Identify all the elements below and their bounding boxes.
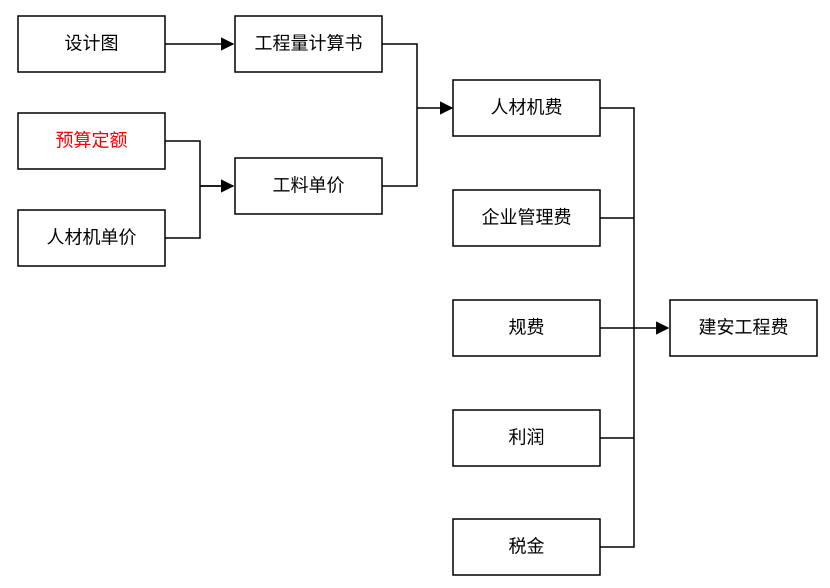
edge-quantity-material-merge (382, 43, 418, 187)
node-construction-cost: 建安工程费 (669, 299, 818, 357)
node-design-drawing: 设计图 (17, 15, 166, 73)
node-regulatory-fee-label: 规费 (509, 318, 545, 339)
node-profit-label: 利润 (509, 428, 545, 449)
node-enterprise-mgmt-fee: 企业管理费 (452, 189, 601, 247)
node-profit: 利润 (452, 409, 601, 467)
node-unit-price-label: 人材机单价 (47, 228, 137, 249)
node-lmm-fee: 人材机费 (452, 79, 601, 137)
node-quantity-calc-label: 工程量计算书 (255, 34, 363, 55)
connectors (165, 37, 670, 548)
node-budget-quota-label: 预算定额 (56, 131, 128, 152)
node-unit-price: 人材机单价 (17, 209, 166, 267)
node-material-unit-price-label: 工料单价 (273, 176, 345, 197)
node-budget-quota: 预算定额 (17, 112, 166, 170)
node-construction-cost-label: 建安工程费 (699, 318, 789, 339)
node-enterprise-mgmt-fee-label: 企业管理费 (482, 208, 572, 229)
edge-budget-unitprice-merge (165, 140, 233, 239)
node-lmm-fee-label: 人材机费 (491, 98, 563, 119)
node-material-unit-price: 工料单价 (234, 157, 383, 215)
node-tax-label: 税金 (509, 537, 545, 558)
node-design-drawing-label: 设计图 (65, 34, 119, 55)
node-regulatory-fee: 规费 (452, 299, 601, 357)
node-quantity-calc: 工程量计算书 (234, 15, 383, 73)
node-tax: 税金 (452, 518, 601, 576)
